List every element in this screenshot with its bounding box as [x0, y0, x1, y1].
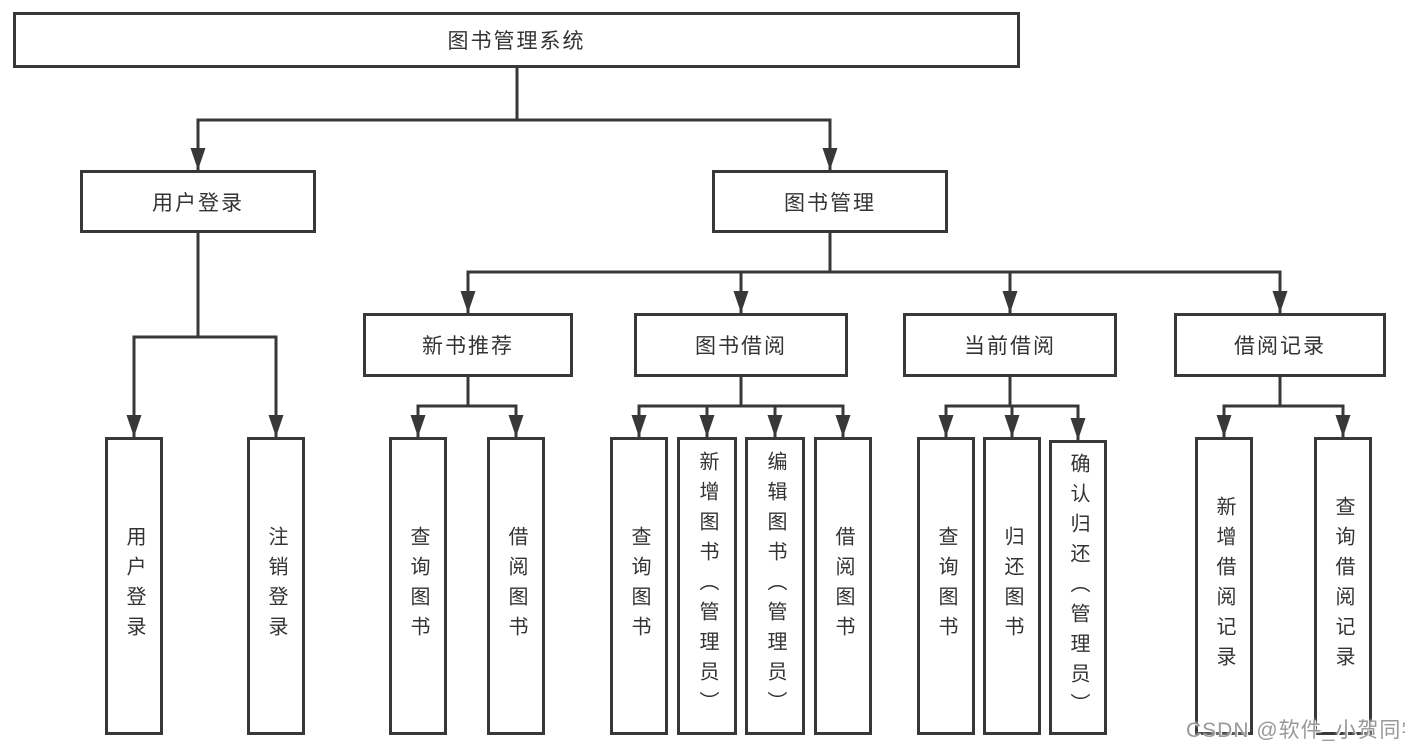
- csdn-watermark: CSDN @软件_小贺同学: [1186, 719, 1405, 742]
- node-label: 注销登录: [265, 526, 287, 646]
- node-label: 查询图书: [407, 526, 429, 646]
- leaf-borrow-add-books-admin: 新增图书（管理员）: [677, 437, 737, 735]
- node-label: 用户登录: [123, 526, 145, 646]
- node-label: 图书借阅: [695, 335, 787, 358]
- node-label: 查询图书: [628, 526, 650, 646]
- node-label: 归还图书: [1001, 526, 1023, 646]
- node-user-login: 用户登录: [80, 170, 316, 233]
- node-new-book-recommend: 新书推荐: [363, 313, 573, 377]
- node-label: 确认归还（管理员）: [1067, 452, 1089, 723]
- node-library-system: 图书管理系统: [13, 12, 1020, 68]
- leaf-borrow-edit-books-admin: 编辑图书（管理员）: [745, 437, 805, 735]
- node-label: 图书管理: [784, 191, 876, 215]
- leaf-current-return-books: 归还图书: [983, 437, 1041, 735]
- leaf-recommend-query-books: 查询图书: [389, 437, 447, 735]
- leaf-recommend-borrow-books: 借阅图书: [487, 437, 545, 735]
- node-label: 编辑图书（管理员）: [764, 451, 786, 721]
- node-label: 当前借阅: [964, 335, 1056, 358]
- leaf-user-login: 用户登录: [105, 437, 163, 735]
- node-label: 新增借阅记录: [1213, 496, 1235, 676]
- node-label: 查询图书: [935, 526, 957, 646]
- node-label: 图书管理系统: [447, 30, 586, 53]
- leaf-current-confirm-return-admin: 确认归还（管理员）: [1049, 440, 1107, 735]
- node-label: 用户登录: [152, 191, 244, 215]
- leaf-current-query-books: 查询图书: [917, 437, 975, 735]
- node-label: 新书推荐: [422, 335, 514, 358]
- leaf-borrow-query-books: 查询图书: [610, 437, 668, 735]
- node-label: 借阅图书: [505, 526, 527, 646]
- node-book-borrow: 图书借阅: [634, 313, 848, 377]
- leaf-records-add-record: 新增借阅记录: [1195, 437, 1253, 735]
- node-label: 新增图书（管理员）: [696, 451, 718, 721]
- leaf-logout: 注销登录: [247, 437, 305, 735]
- node-label: 查询借阅记录: [1332, 496, 1354, 676]
- leaf-borrow-borrow-books: 借阅图书: [814, 437, 872, 735]
- node-book-management: 图书管理: [712, 170, 948, 233]
- node-borrow-records: 借阅记录: [1174, 313, 1386, 377]
- node-label: 借阅记录: [1234, 335, 1326, 358]
- node-label: 借阅图书: [832, 526, 854, 646]
- leaf-records-query-record: 查询借阅记录: [1314, 437, 1372, 735]
- node-current-borrow: 当前借阅: [903, 313, 1117, 377]
